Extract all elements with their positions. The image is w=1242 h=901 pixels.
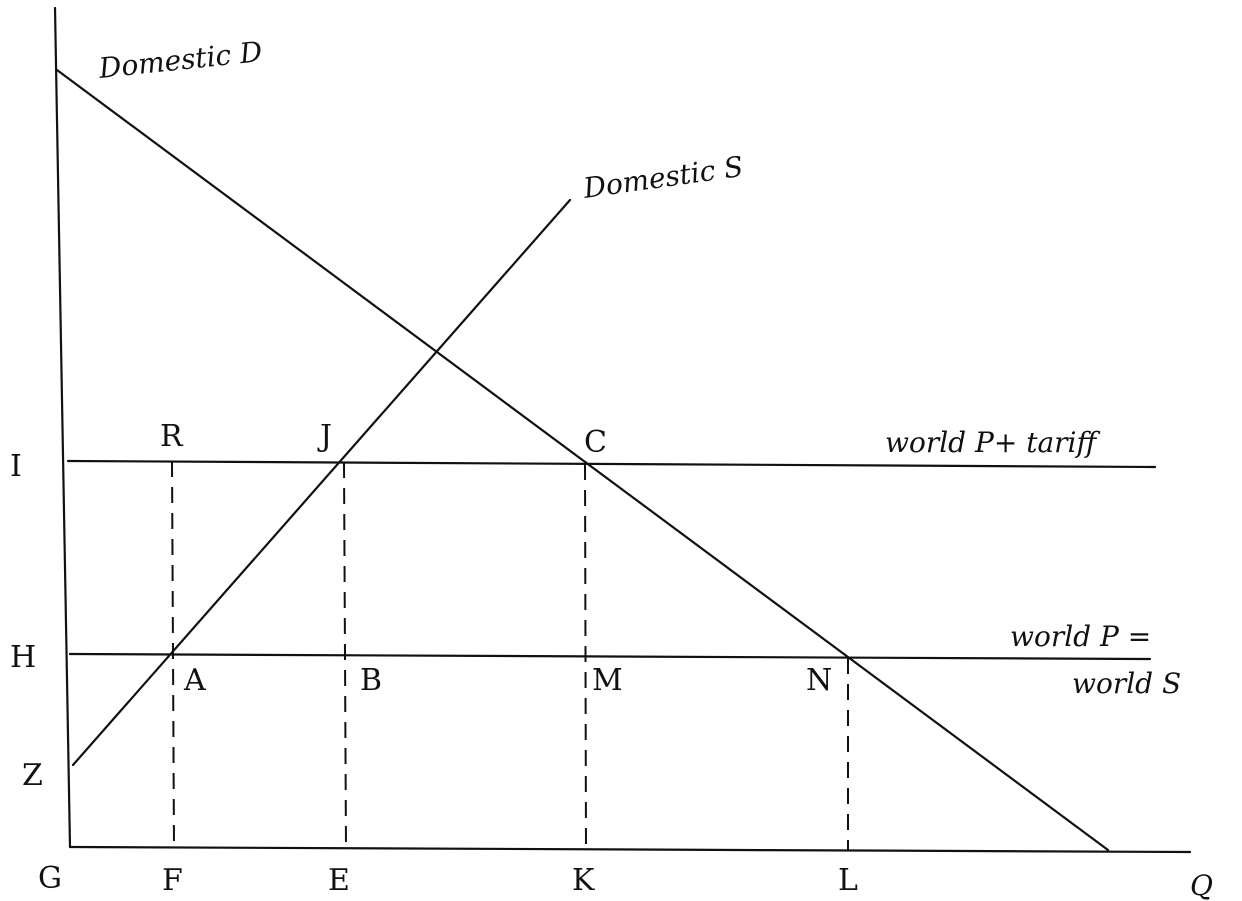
price-label-z: Z — [22, 758, 43, 793]
point-label-m: M — [592, 663, 623, 698]
world-price-label-line2: world S — [1072, 667, 1181, 700]
price-label-i: I — [10, 449, 22, 484]
quantity-label-f: F — [162, 863, 183, 898]
point-label-r: R — [160, 419, 184, 454]
quantity-label-e: E — [328, 863, 350, 898]
world-price-line — [68, 652, 1152, 661]
point-label-a: A — [183, 663, 206, 698]
demand-label: Domestic D — [96, 35, 264, 85]
point-label-n: N — [806, 663, 832, 698]
point-label-j: J — [317, 419, 332, 454]
demand-curve — [55, 68, 1110, 852]
quantity-label-k: K — [572, 863, 595, 898]
supply-curve — [71, 198, 572, 767]
dashed-line-f — [171, 460, 175, 848]
dashed-line-k — [584, 463, 587, 850]
tariff-price-line — [66, 459, 1157, 469]
price-label-h: H — [10, 640, 36, 675]
point-label-c: C — [584, 425, 607, 460]
supply-label: Domestic S — [580, 150, 745, 205]
dashed-line-e — [343, 461, 347, 849]
world-price-label-line1: world P = — [1010, 620, 1151, 653]
origin-label-g: G — [38, 861, 62, 896]
price-axis — [53, 6, 72, 849]
quantity-axis-label: Q — [1190, 869, 1213, 901]
point-label-b: B — [360, 663, 382, 698]
quantity-axis — [68, 845, 1192, 854]
tariff-price-label: world P+ tariff — [885, 426, 1100, 459]
quantity-label-l: L — [838, 863, 858, 898]
